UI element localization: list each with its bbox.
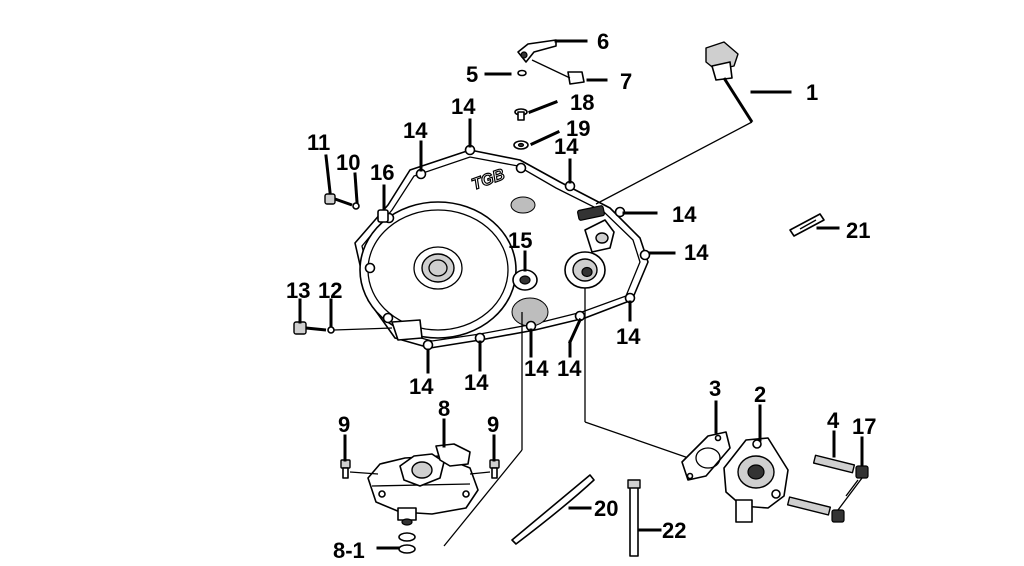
cable-tie-22	[627, 479, 641, 557]
callout-14e: 14	[684, 240, 709, 265]
callout-9a: 9	[338, 412, 350, 437]
o-ring-8-1a	[398, 532, 416, 542]
callout-14a: 14	[451, 94, 476, 119]
shift-arm-6	[517, 39, 557, 63]
callout-14g: 14	[409, 374, 434, 399]
gasket-3	[681, 431, 731, 481]
washer-10	[352, 202, 360, 210]
bolt-9b	[489, 459, 500, 479]
callout-14c: 14	[554, 134, 579, 159]
callout-11: 11	[307, 130, 330, 155]
callout-20: 20	[594, 496, 618, 521]
nuts-17	[831, 465, 869, 523]
callout-labels: 1 2 3 4 5 6 7 8 8-1 9 9 10 11 12 13 14 1…	[286, 29, 876, 563]
callout-9b: 9	[487, 412, 499, 437]
callout-22: 22	[662, 518, 686, 543]
callout-15: 15	[508, 228, 532, 253]
callout-3: 3	[709, 376, 721, 401]
bolt-9a	[340, 459, 351, 479]
crankcase-cover: TGB	[354, 144, 651, 351]
callout-14h: 14	[464, 370, 489, 395]
hose-20	[511, 474, 595, 545]
callout-21: 21	[846, 218, 870, 243]
o-ring-8-1b	[398, 544, 416, 554]
callout-13: 13	[286, 278, 310, 303]
callout-7: 7	[620, 69, 632, 94]
callout-1: 1	[806, 80, 818, 105]
callout-4: 4	[827, 408, 840, 433]
dowel-16	[377, 209, 389, 223]
callout-6: 6	[597, 29, 609, 54]
clip-21	[789, 213, 825, 237]
callout-14f: 14	[616, 324, 641, 349]
callout-10: 10	[336, 150, 360, 175]
callout-8: 8	[438, 396, 450, 421]
o-ring-5	[517, 69, 527, 77]
callout-14i: 14	[524, 356, 549, 381]
bolt-holes	[364, 144, 651, 351]
callout-16: 16	[370, 160, 394, 185]
bolt-7	[531, 59, 585, 85]
callout-14d: 14	[672, 202, 697, 227]
callout-leaders	[298, 39, 864, 550]
bolt-11	[324, 193, 353, 207]
callout-14j: 14	[557, 356, 582, 381]
callout-8-1: 8-1	[333, 538, 365, 563]
dipstick-1	[595, 41, 754, 205]
studs-4	[786, 454, 856, 516]
callout-5: 5	[466, 62, 478, 87]
bolt-18	[514, 108, 528, 121]
callout-18: 18	[570, 90, 594, 115]
pump-housing-2	[723, 437, 789, 523]
water-pump-8	[367, 443, 479, 526]
callout-17: 17	[852, 414, 876, 439]
bolt-13	[293, 321, 327, 335]
callout-12: 12	[318, 278, 342, 303]
callout-19: 19	[566, 116, 590, 141]
callout-14b: 14	[403, 118, 428, 143]
callout-2: 2	[754, 382, 766, 407]
washer-12	[327, 326, 335, 334]
